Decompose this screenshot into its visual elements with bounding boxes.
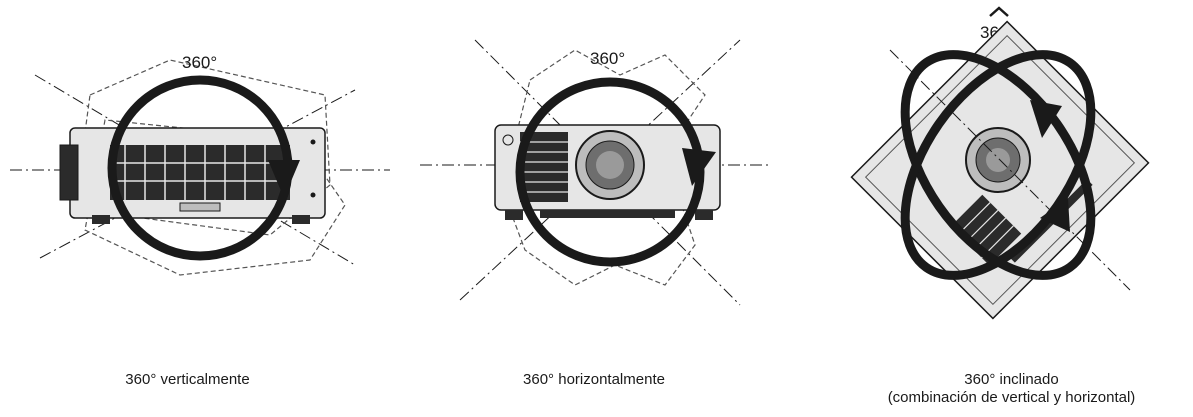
tilted-rotation-diagram: 360° [850, 6, 1150, 320]
projector-side-view [59, 127, 326, 224]
rotation-arrow-icon [1040, 198, 1070, 232]
projector-front-view [494, 124, 721, 220]
panel-vertical: 360° 360° verticalmente [0, 0, 400, 417]
caption-tilted: 360° inclinado (combinación de vertical … [830, 371, 1193, 407]
caption-tilted-line2: (combinación de vertical y horizontal) [887, 389, 1136, 406]
panel-horizontal: 360° 360° horizontalmente [410, 0, 780, 417]
caption-tilted-line1: 360° inclinado [964, 371, 1059, 388]
angle-label: 360° [590, 49, 625, 68]
rotation-arrow-icon [682, 148, 716, 186]
panel-tilted: 360° 360° inclinado (combinación de ve [830, 0, 1193, 417]
tilted-outlines [79, 59, 346, 276]
horizontal-rotation-diagram: 360° [420, 39, 770, 306]
caption-vertical: 360° verticalmente [125, 371, 250, 388]
rotation-arrow-icon [1030, 100, 1062, 138]
rotation-arrow-icon [268, 160, 300, 198]
chevron-up-icon [989, 6, 1009, 17]
angle-label: 360° [182, 53, 217, 72]
lens [965, 127, 1031, 193]
caption-horizontal: 360° horizontalmente [523, 371, 665, 388]
vertical-rotation-diagram: 360° [10, 53, 390, 276]
rotation-ring-1 [900, 50, 1096, 280]
